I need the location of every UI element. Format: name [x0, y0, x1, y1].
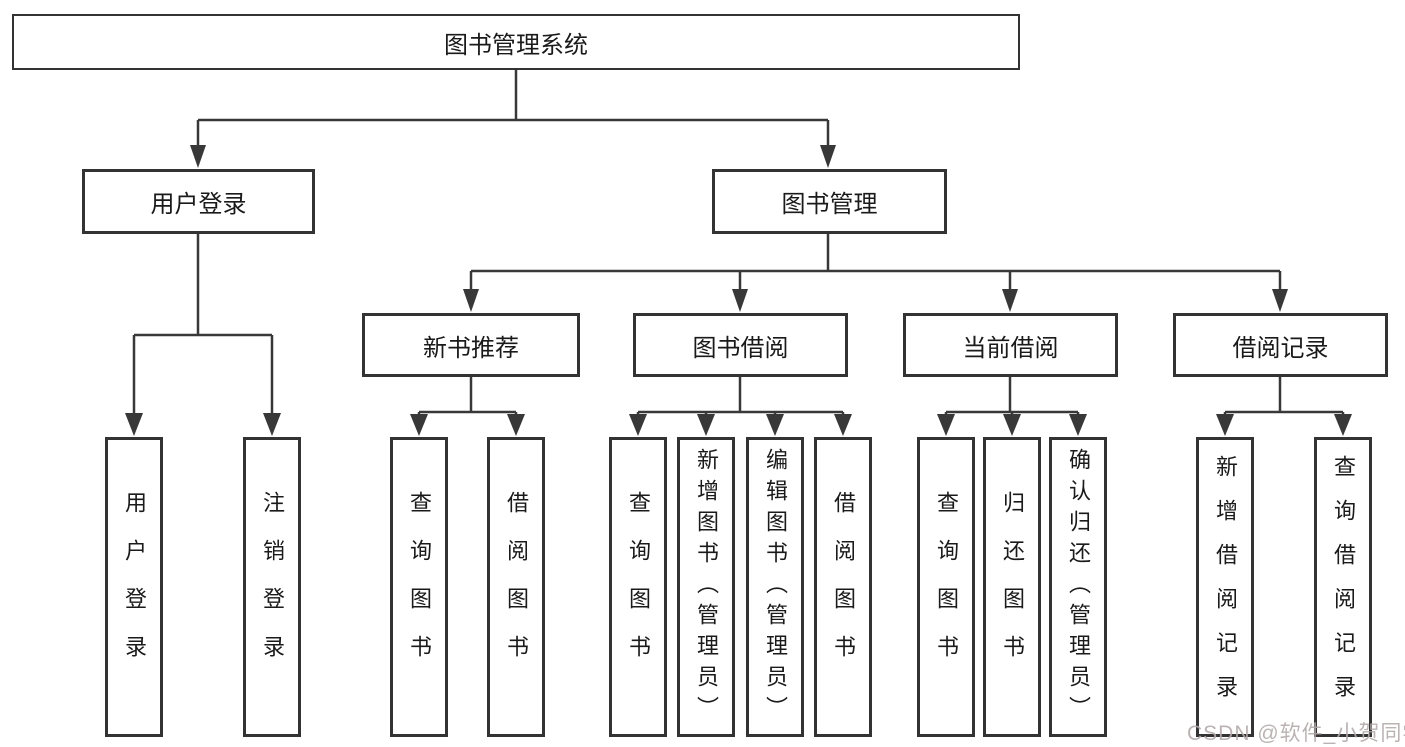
connector-current-borrow-to-leaves	[937, 377, 1087, 436]
node-leaf-query-book-2: 查询图书	[609, 437, 667, 737]
node-borrow-records: 借阅记录	[1173, 313, 1388, 377]
node-leaf-query-record: 查询借阅记录	[1314, 437, 1372, 737]
node-leaf-confirm-return: 确认归还（管理员）	[1049, 437, 1107, 737]
node-root: 图书管理系统	[12, 14, 1020, 70]
connector-root-to-level2	[190, 70, 836, 168]
connector-borrow-records-to-leaves	[1216, 377, 1352, 436]
node-leaf-add-record: 新增借阅记录	[1196, 437, 1254, 737]
leaf-label: 归还图书	[1000, 491, 1025, 683]
leaf-label: 新增借阅记录	[1213, 455, 1238, 719]
connector-book-borrow-to-leaves	[629, 377, 852, 436]
leaf-label: 新增图书（管理员）	[694, 447, 719, 727]
node-leaf-borrow-book-2: 借阅图书	[814, 437, 872, 737]
node-book-mgmt: 图书管理	[712, 169, 947, 234]
leaf-label: 查询借阅记录	[1331, 455, 1356, 719]
node-leaf-query-book-3: 查询图书	[917, 437, 975, 737]
leaf-label: 用户登录	[122, 491, 147, 683]
node-book-borrow: 图书借阅	[633, 313, 848, 377]
node-new-book-rec: 新书推荐	[362, 313, 580, 377]
leaf-label: 查询图书	[626, 491, 651, 683]
leaf-label: 确认归还（管理员）	[1066, 447, 1091, 727]
node-leaf-user-login: 用户登录	[105, 437, 163, 737]
leaf-label: 借阅图书	[831, 491, 856, 683]
node-leaf-edit-book: 编辑图书（管理员）	[746, 437, 804, 737]
node-leaf-borrow-book-1: 借阅图书	[487, 437, 545, 737]
csdn-watermark: CSDN @软件_小贺同学	[1187, 722, 1405, 745]
node-leaf-logout: 注销登录	[243, 437, 301, 737]
node-leaf-return-book: 归还图书	[983, 437, 1041, 737]
node-current-borrow: 当前借阅	[903, 313, 1118, 377]
node-leaf-query-book-1: 查询图书	[390, 437, 448, 737]
connector-user-login-to-leaves	[125, 234, 281, 436]
node-user-login: 用户登录	[82, 169, 315, 234]
leaf-label: 查询图书	[934, 491, 959, 683]
node-leaf-add-book: 新增图书（管理员）	[677, 437, 735, 737]
connector-new-book-rec-to-leaves	[410, 377, 525, 436]
connector-book-mgmt-to-level3	[463, 234, 1288, 312]
leaf-label: 借阅图书	[504, 491, 529, 683]
leaf-label: 查询图书	[407, 491, 432, 683]
leaf-label: 注销登录	[260, 491, 285, 683]
leaf-label: 编辑图书（管理员）	[763, 447, 788, 727]
